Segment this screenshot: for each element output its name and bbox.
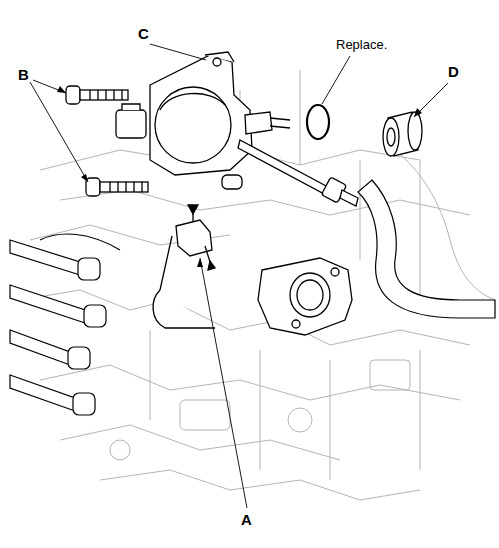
leader-line — [414, 83, 448, 117]
pipe-nut — [84, 305, 106, 327]
engine-boss — [180, 400, 230, 430]
leader-arrowhead — [414, 108, 422, 117]
fuel-pipe — [10, 375, 75, 411]
pipe-nut — [73, 393, 95, 415]
hose — [358, 180, 495, 318]
pump-boss — [222, 175, 242, 189]
clamp-tab — [193, 214, 210, 262]
bolt-thread — [90, 90, 122, 100]
leader-arrows — [57, 86, 422, 267]
base-flange — [258, 258, 352, 335]
mounting-base — [258, 258, 352, 335]
callout-letter: A — [240, 512, 253, 527]
outlet-thread — [270, 118, 290, 128]
leader-arrowhead — [57, 86, 66, 93]
leader-line — [33, 80, 66, 93]
pump-connector — [116, 110, 146, 138]
pump-outlet — [245, 112, 272, 134]
hose-outline — [358, 180, 495, 318]
part-d — [383, 112, 422, 156]
release-arrow — [188, 205, 215, 270]
fuel-pipe — [10, 285, 85, 323]
fuel-pump-c — [116, 52, 358, 206]
callout-letter: B — [17, 67, 30, 82]
engine-hole — [110, 440, 130, 460]
pipe-nut — [68, 347, 90, 369]
leader-line — [30, 82, 88, 182]
engine-edge — [150, 330, 420, 480]
o-ring-shape — [307, 105, 329, 139]
part-d-face — [408, 112, 422, 150]
bolt-head — [66, 86, 80, 104]
callout-letter: C — [137, 26, 150, 41]
fuel-line — [238, 140, 330, 196]
leader-line — [150, 44, 206, 60]
leader-lines — [30, 44, 448, 508]
pump-dome — [155, 87, 231, 163]
engine-edge — [395, 150, 495, 300]
engine-background — [20, 70, 495, 500]
leader-line — [200, 258, 247, 508]
base-bore — [297, 280, 323, 310]
leader-arrowhead — [197, 258, 203, 267]
base-bore — [290, 273, 330, 317]
engine-edge — [60, 190, 470, 215]
injector-pipes — [10, 234, 120, 415]
o-ring — [307, 105, 329, 139]
bolt-head — [86, 178, 100, 196]
engine-edge — [40, 365, 460, 400]
bolt-hole — [331, 268, 339, 276]
bolts-b — [66, 86, 148, 196]
bolt-shank — [80, 90, 128, 100]
pump-dome-edge — [160, 94, 225, 110]
leader-line — [322, 56, 350, 104]
bolt-shank — [100, 182, 148, 192]
part-d-face — [383, 118, 399, 156]
pump-body — [150, 55, 252, 175]
leader-arrowhead — [81, 174, 88, 182]
pump-connector — [122, 104, 140, 110]
note-text: Replace. — [335, 38, 388, 51]
fuel-pipe — [10, 240, 80, 275]
clamp-a — [153, 205, 215, 328]
engine-boss — [370, 360, 410, 390]
clamp-wire — [153, 290, 215, 328]
clamp-wire — [160, 236, 172, 290]
callout-letter: D — [447, 64, 460, 79]
fuel-pipe — [40, 234, 120, 250]
pump-ear-hole — [213, 58, 221, 66]
pipe-nut — [78, 258, 100, 280]
line-end — [340, 190, 358, 206]
engine-edge — [100, 470, 420, 500]
part-d-bore — [387, 128, 395, 146]
bolt-thread — [110, 182, 142, 192]
bolt-hole — [292, 320, 300, 328]
engine-hole — [288, 408, 312, 432]
fuel-pipe — [10, 330, 70, 365]
